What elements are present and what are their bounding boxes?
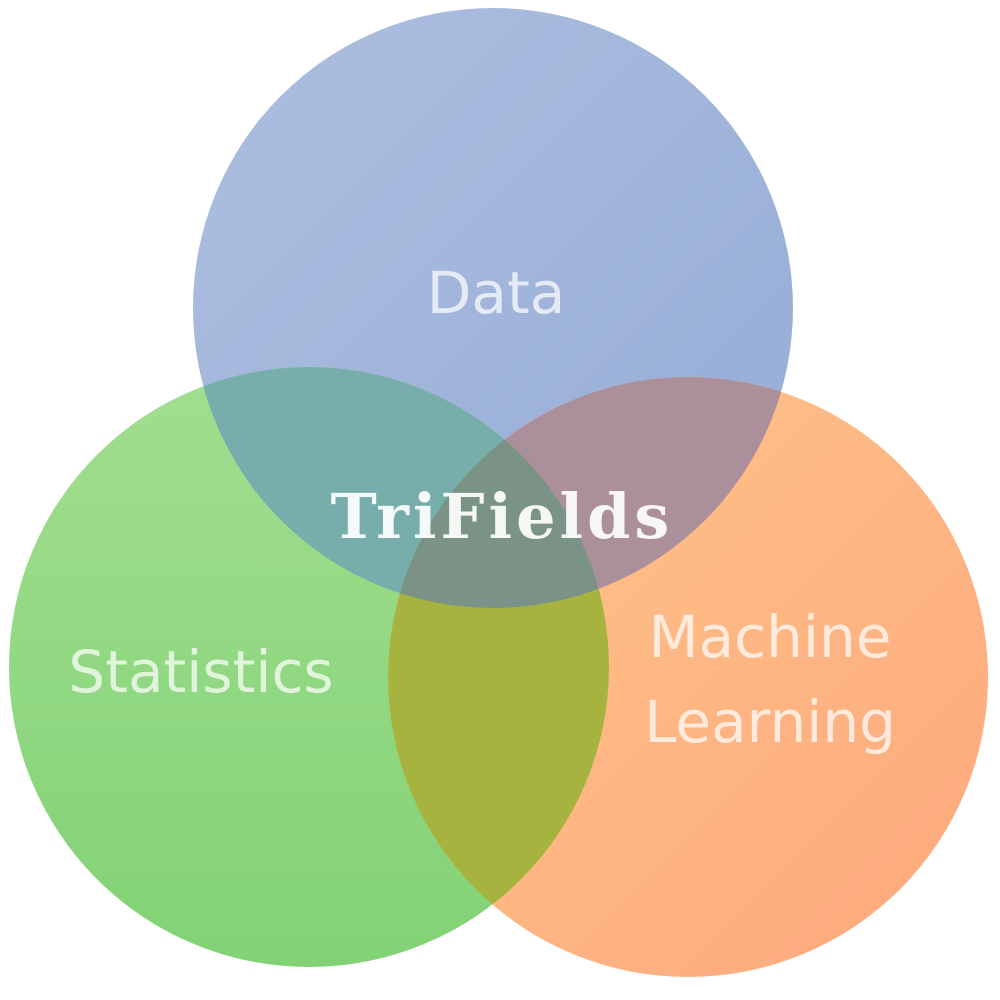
overlap-all bbox=[388, 377, 609, 608]
set-label-machine-learning-line2: Learning bbox=[644, 688, 896, 756]
set-label-machine-learning-line1: Machine bbox=[649, 603, 892, 671]
set-label-data: Data bbox=[427, 259, 566, 327]
set-label-statistics: Statistics bbox=[68, 638, 333, 706]
center-title: TriFields bbox=[331, 480, 674, 553]
